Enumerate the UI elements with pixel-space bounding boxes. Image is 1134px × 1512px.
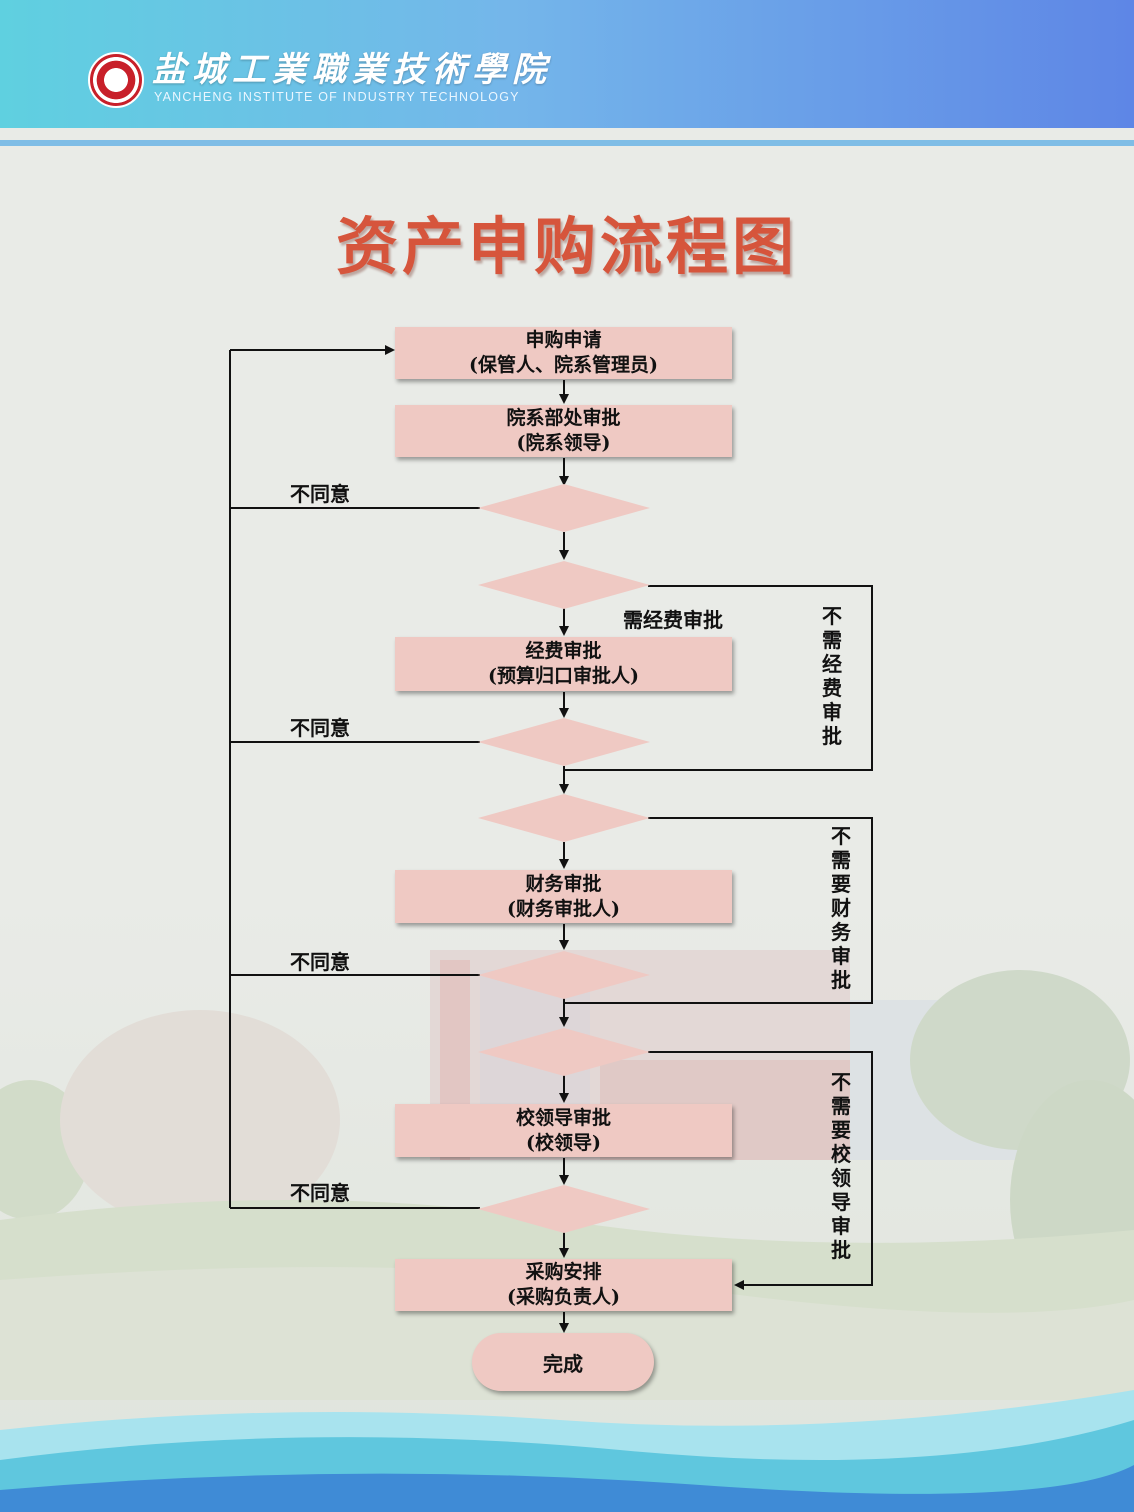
- step-leader-approval: 校领导审批 (校领导): [395, 1104, 732, 1157]
- step-funding-approval-role: (预算归口审批人): [488, 665, 639, 687]
- step-dept-approval-role: (院系领导): [516, 432, 611, 454]
- end-terminal: 完成: [472, 1333, 654, 1391]
- step-apply: 申购申请 (保管人、院系管理员): [395, 327, 732, 379]
- disagree-label: 不同意: [290, 1181, 350, 1205]
- disagree-label: 不同意: [290, 716, 350, 740]
- step-funding-approval: 经费审批 (预算归口审批人): [395, 637, 732, 691]
- page-title: 资产申购流程图: [335, 210, 798, 283]
- bottom-wave-decoration: [0, 1390, 1134, 1512]
- header-divider: [0, 140, 1134, 146]
- need-funding-label: 需经费审批: [623, 608, 723, 632]
- step-finance-approval: 财务审批 (财务审批人): [395, 870, 732, 923]
- decision-diamond: [478, 1028, 650, 1076]
- decision-diamond: [478, 484, 650, 532]
- decision-diamond: [478, 561, 650, 609]
- decision-diamond: [478, 794, 650, 842]
- disagree-label: 不同意: [290, 482, 350, 506]
- step-dept-approval: 院系部处审批 (院系领导): [395, 405, 732, 457]
- step-leader-approval-title: 校领导审批: [515, 1106, 611, 1129]
- header-banner: [0, 0, 1134, 128]
- skip-funding-label: 不需经费审批: [822, 604, 842, 748]
- step-procurement-title: 采购安排: [525, 1261, 602, 1283]
- skip-leader-label: 不需要校领导审批: [831, 1070, 851, 1262]
- school-name-en: YANCHENG INSTITUTE OF INDUSTRY TECHNOLOG…: [154, 90, 520, 104]
- step-procurement: 采购安排 (采购负责人): [395, 1259, 732, 1311]
- school-seal-icon: [88, 52, 144, 108]
- step-procurement-role: (采购负责人): [507, 1286, 620, 1308]
- step-finance-approval-title: 财务审批: [525, 872, 602, 895]
- step-finance-approval-role: (财务审批人): [507, 897, 620, 920]
- school-name: 盐城工業職業技術學院: [152, 50, 552, 90]
- disagree-label: 不同意: [290, 950, 350, 974]
- decision-diamond: [478, 1185, 650, 1233]
- decision-diamond: [478, 718, 650, 766]
- decision-diamond: [478, 951, 650, 999]
- step-dept-approval-title: 院系部处审批: [506, 407, 621, 429]
- step-apply-role: (保管人、院系管理员): [469, 354, 658, 376]
- step-funding-approval-title: 经费审批: [525, 640, 602, 662]
- skip-finance-label: 不需要财务审批: [831, 824, 851, 992]
- step-leader-approval-role: (校领导): [526, 1131, 601, 1154]
- step-apply-title: 申购申请: [525, 329, 602, 351]
- decision-diamonds: [478, 484, 650, 1233]
